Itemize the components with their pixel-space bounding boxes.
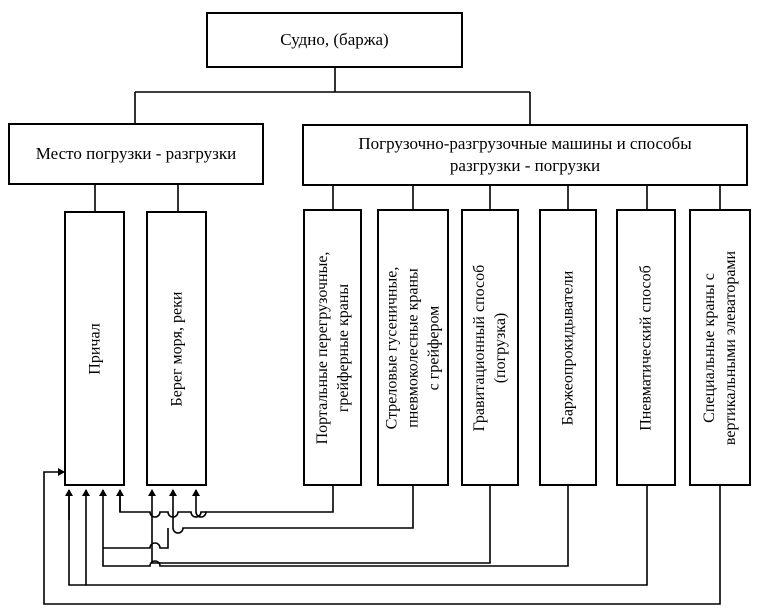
boom-cranes-box: Стреловые гусеничные, пневмоколесные кра… [377, 209, 449, 486]
special-label-line2: вертикальными элеваторами [722, 250, 739, 445]
return-line-tipper [99, 484, 569, 567]
place-box: Место погрузки - разгрузки [8, 123, 264, 185]
root-box: Судно, (баржа) [206, 12, 463, 68]
pier-line-3 [103, 528, 169, 549]
place-connector [94, 183, 179, 212]
portal-label-line2: грейферные краны [334, 283, 352, 412]
machines-label-line1: Погрузочно-разгрузочные машины и способы [358, 134, 692, 153]
pneumatic-method-box: Пневматический способ [616, 209, 676, 486]
boom-label-line3: с грейфером [425, 305, 443, 390]
return-line-pneumatic [82, 484, 648, 586]
place-label: Место погрузки - разгрузки [35, 144, 237, 163]
pneumatic-label: Пневматический способ [637, 264, 655, 431]
root-connector [134, 66, 531, 126]
boom-label-line1: Стреловые гусеничные, [383, 266, 401, 429]
gravity-method-box: Гравитационный способ (погрузка) [461, 209, 519, 486]
gravity-label-line1: Гравитационный способ [471, 264, 488, 431]
return-line-portal [192, 484, 334, 518]
special-cranes-box: Специальные краны с вертикальными элеват… [689, 209, 751, 486]
barge-tipper-box: Баржеопрокидыватели [539, 209, 597, 486]
return-line-pier-4 [119, 490, 206, 518]
tipper-label: Баржеопрокидыватели [559, 270, 577, 425]
root-label: Судно, (баржа) [280, 30, 389, 49]
special-label-line1: Специальные краны с [701, 272, 718, 423]
boom-label-line2: пневмоколесные краны [404, 267, 422, 428]
pier-box: Причал [64, 211, 125, 486]
pier-label: Причал [86, 322, 103, 375]
portal-label-line1: Портальные перегрузочные, [313, 251, 331, 444]
shore-box: Берег моря, реки [146, 211, 207, 486]
portal-cranes-box: Портальные перегрузочные, грейферные кра… [303, 209, 362, 486]
machines-label-line2: разгрузки - погрузки [449, 156, 601, 175]
return-line-pier-2 [68, 490, 86, 586]
return-line-boom [169, 484, 414, 534]
return-line-special [43, 468, 721, 605]
shore-label: Берег моря, реки [168, 291, 185, 406]
machines-box: Погрузочно-разгрузочные машины и способы… [302, 124, 748, 186]
return-line-gravity [148, 484, 491, 564]
gravity-label-line2: (погрузка) [492, 312, 509, 383]
machines-connector [332, 185, 721, 210]
